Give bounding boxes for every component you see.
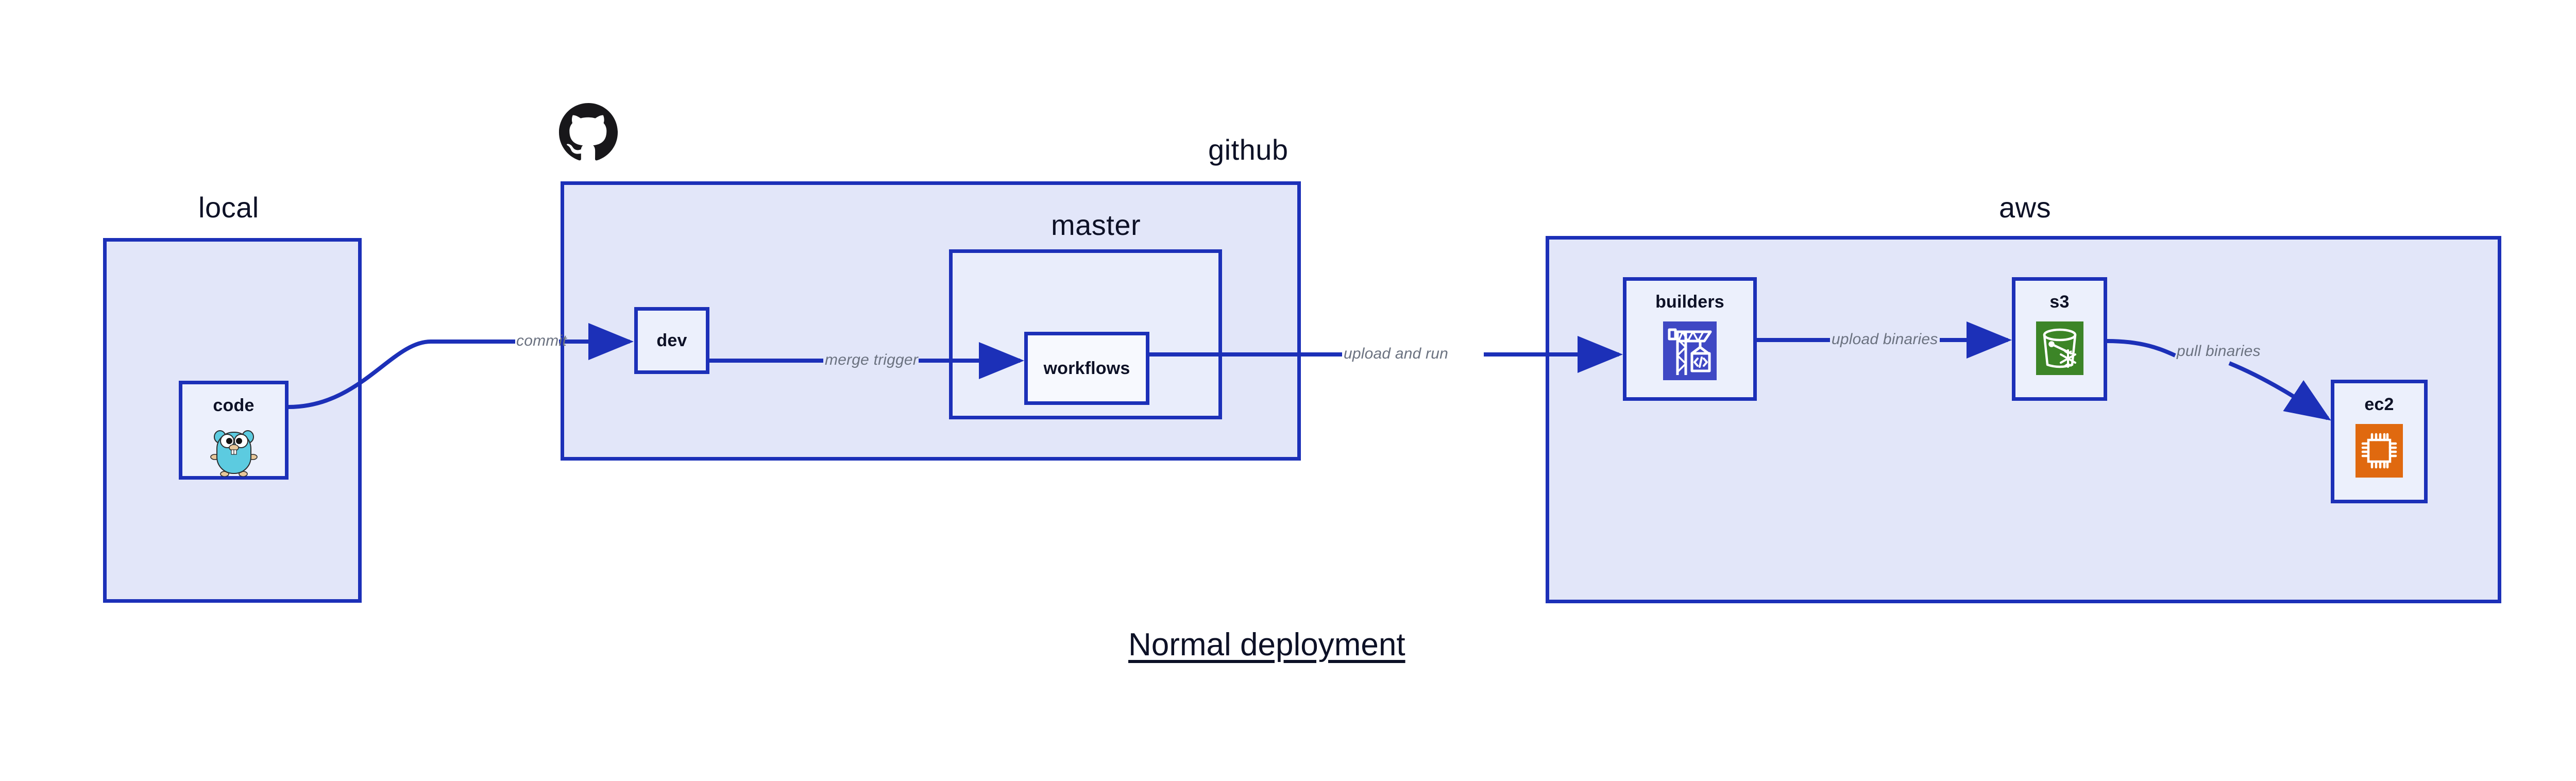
node-label-dev: dev: [656, 330, 687, 350]
node-code[interactable]: code: [179, 381, 289, 480]
group-label-aws: aws: [1999, 191, 2052, 224]
diagram-title: Normal deployment: [1128, 627, 1405, 663]
edge-label-commit: commit: [516, 332, 567, 349]
node-label-builders: builders: [1655, 292, 1724, 312]
node-label-code: code: [213, 396, 255, 415]
cpu-chip-icon: [2355, 424, 2403, 478]
node-workflows[interactable]: workflows: [1024, 332, 1149, 405]
node-label-s3: s3: [2049, 292, 2070, 312]
group-label-master: master: [1051, 209, 1141, 241]
go-gopher-icon: [210, 425, 258, 477]
s3-bucket-glacier-icon: [2036, 321, 2083, 375]
node-s3[interactable]: s3: [2012, 277, 2107, 401]
node-dev[interactable]: dev: [634, 307, 709, 374]
edge-label-merge-trigger: merge trigger: [825, 351, 919, 368]
node-label-workflows: workflows: [1043, 358, 1130, 378]
node-builders[interactable]: builders: [1623, 277, 1757, 401]
node-label-ec2: ec2: [2364, 395, 2394, 414]
edge-label-upload-binaries: upload binaries: [1832, 331, 1938, 348]
crane-code-icon: [1663, 321, 1717, 380]
node-ec2[interactable]: ec2: [2331, 380, 2428, 503]
edge-label-pull-binaries: pull binaries: [2177, 343, 2261, 360]
github-octocat-icon: [556, 100, 620, 164]
group-label-local: local: [198, 191, 259, 224]
edge-label-upload-and-run: upload and run: [1344, 345, 1448, 362]
group-label-github: github: [1208, 133, 1289, 166]
